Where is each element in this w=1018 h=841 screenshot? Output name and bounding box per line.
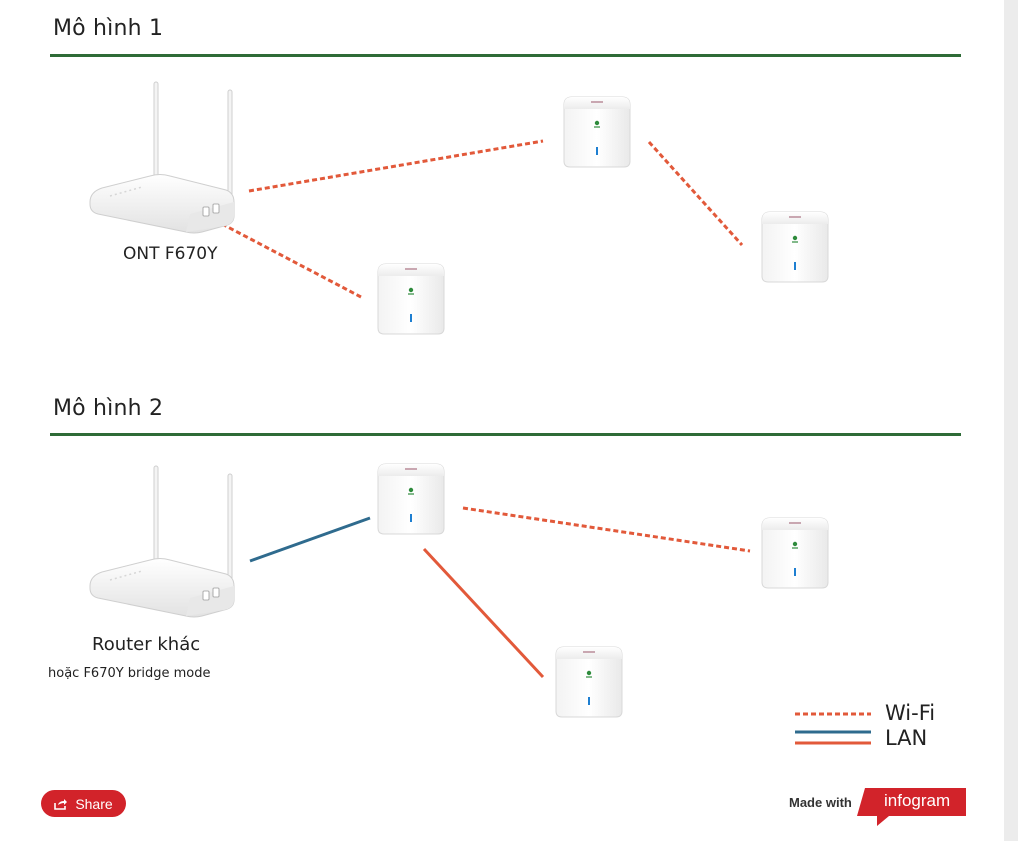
mesh-node-image [377,463,445,535]
mesh-node-image [563,96,631,168]
ont-router-image [89,81,235,234]
mesh-node-image [555,646,623,718]
section-divider-2 [50,433,961,436]
router-label: Router khác [92,634,201,655]
infogram-logo[interactable] [855,786,967,828]
share-label: Share [75,795,113,812]
wifi-link-ont-to-mesh-a [248,139,544,193]
wifi-link-mesh-d-to-mesh-e [462,506,751,553]
made-with-text: Made with [789,795,852,810]
wifi-link-ont-to-mesh-c [221,222,362,299]
router-sublabel: hoặc F670Y bridge mode [48,666,211,681]
mesh-node-image [377,263,445,335]
section-divider-1 [50,54,961,57]
legend-wifi-label: Wi-Fi [885,701,936,725]
share-button[interactable]: Share [41,790,126,817]
lan-link-router-to-mesh-d [249,516,371,563]
share-icon [54,798,68,810]
mesh-node-image [761,517,829,589]
lan-link-mesh-d-to-mesh-f [422,547,545,679]
router-image [89,465,235,618]
wifi-link-mesh-a-to-mesh-b [647,140,744,247]
section-title-2: Mô hình 2 [53,396,164,421]
mesh-node-image [761,211,829,283]
section-title-1: Mô hình 1 [53,16,164,41]
infogram-brand-text: infogram [884,791,951,810]
legend-lan-label: LAN [885,726,928,750]
ont-label: ONT F670Y [123,244,218,264]
